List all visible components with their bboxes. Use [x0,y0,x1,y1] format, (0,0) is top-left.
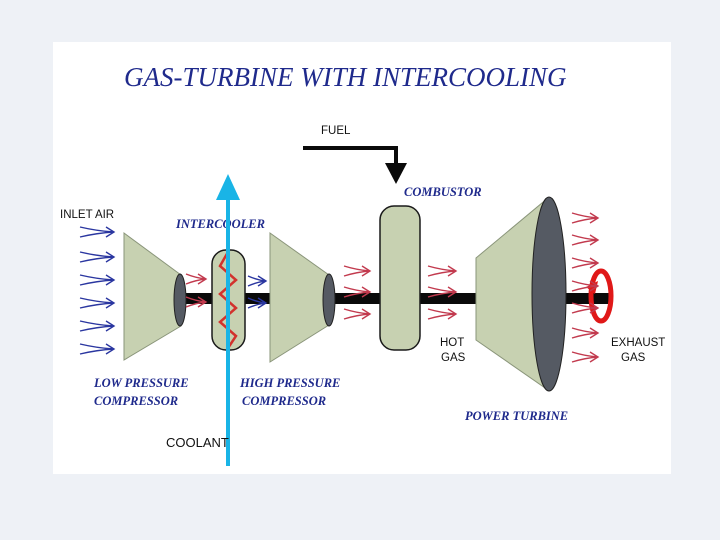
hot-flow-arrow [343,286,372,298]
hot-flow-arrow [185,296,208,308]
diagram-title: GAS-TURBINE WITH INTERCOOLING [124,62,567,92]
inlet-air-label: INLET AIR [60,209,114,221]
high-pressure-compressor-label-line2: COMPRESSOR [242,394,326,408]
fuel-label: FUEL [321,125,351,137]
exhaust-arrow [571,302,600,314]
inlet-air-arrow [79,297,116,309]
power-turbine-label: POWER TURBINE [465,409,568,423]
hot-flow-arrow [427,286,458,298]
hot-flow-arrow [427,265,458,277]
exhaust-arrow [571,280,600,292]
inlet-air-arrow [79,343,116,355]
low-pressure-hub [173,273,187,327]
cold-flow-arrow [247,275,268,287]
inlet-air-arrow [79,251,116,263]
coolant-label: COOLANT [166,435,229,450]
hot-flow-arrow [343,265,372,277]
fuel-line [303,146,398,168]
hot-flow-arrow [343,308,372,320]
high-pressure-compressor-label-line1: HIGH PRESSURE [239,376,340,390]
combustor-chamber [379,205,421,351]
inlet-air-arrow [79,320,116,332]
flow-arrows [79,212,600,363]
fuel-arrowhead [385,163,407,184]
power-turbine-disc [531,196,567,392]
hot-flow-arrow [427,308,458,320]
inlet-air-arrow [79,274,116,286]
high-pressure-hub [322,273,336,327]
cold-flow-arrow [247,297,268,309]
hot-flow-arrow [185,273,208,285]
exhaust-arrow [571,234,600,246]
low-pressure-compressor-label-line2: COMPRESSOR [94,394,178,408]
exhaust-arrow [571,351,600,363]
low-pressure-compressor-label-line1: LOW PRESSURE [93,376,189,390]
exhaust-arrow [571,257,600,269]
exhaust-gas-label-line1: EXHAUST [611,337,665,349]
exhaust-arrow [571,212,600,224]
inlet-air-arrow [79,226,116,238]
exhaust-arrow [571,327,600,339]
coolant-arrowhead [216,174,240,200]
intercooler-label: INTERCOOLER [175,217,265,231]
hot-gas-label-line2: GAS [441,352,466,364]
combustor-label: COMBUSTOR [404,185,482,199]
hot-gas-label-line1: HOT [440,337,464,349]
exhaust-gas-label-line2: GAS [621,352,646,364]
